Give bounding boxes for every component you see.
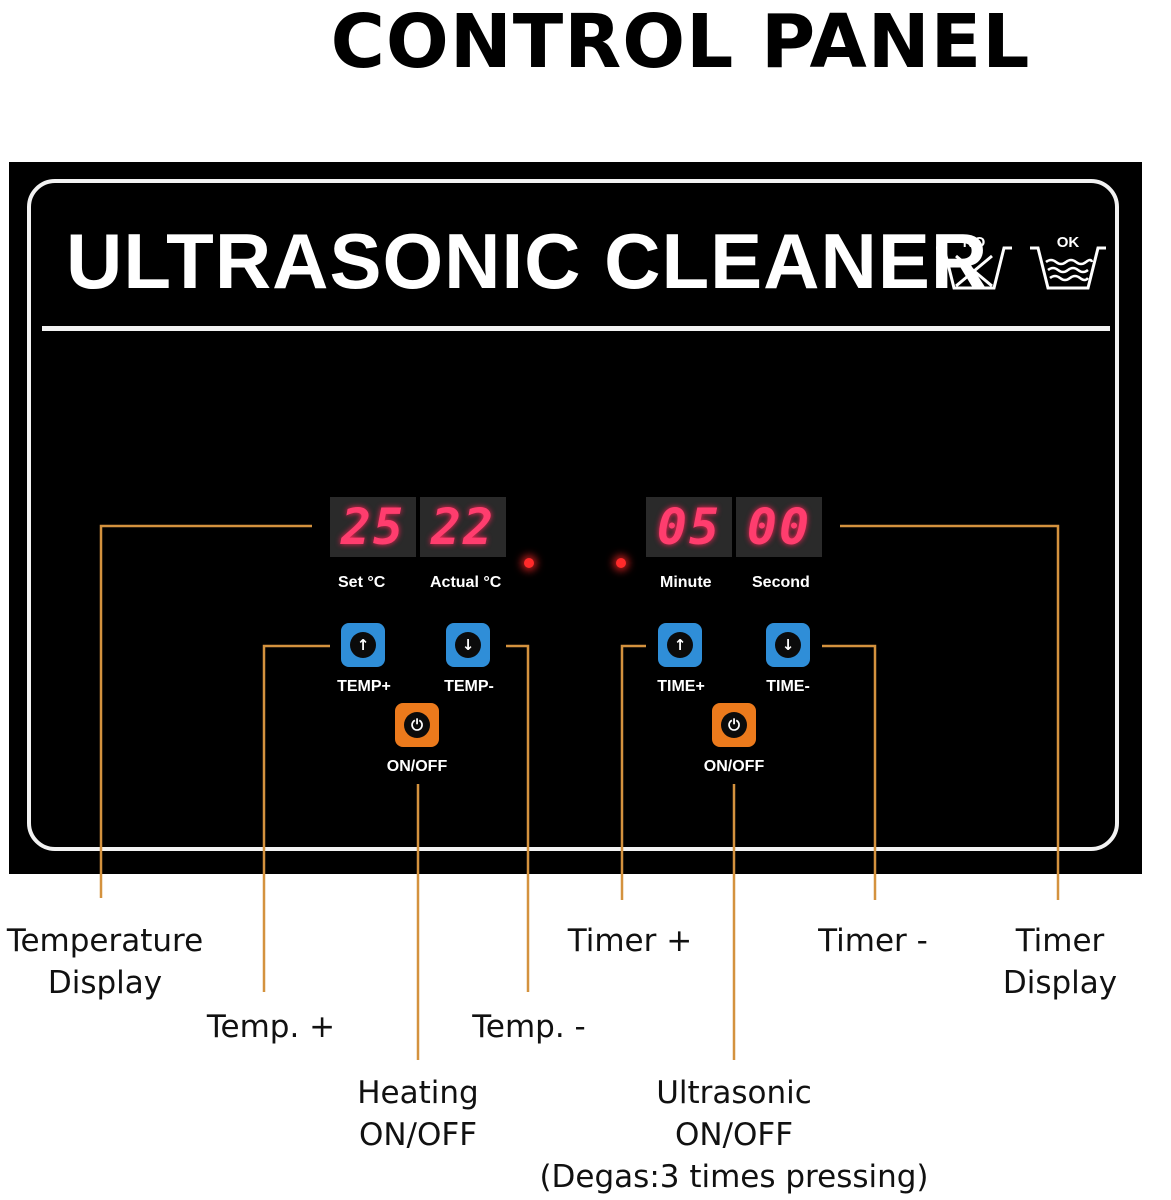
callout-line: ON/OFF bbox=[674, 1117, 794, 1153]
leader-timer-plus bbox=[620, 644, 646, 900]
no-wash-tag: NO bbox=[962, 234, 986, 251]
time-down-button[interactable]: ↓ bbox=[766, 623, 810, 667]
leader-temperature-display bbox=[99, 524, 312, 898]
ultrasonic-power-button[interactable]: ⏻ bbox=[712, 703, 756, 747]
callout-line: Heating bbox=[357, 1075, 479, 1111]
second-label: Second bbox=[752, 574, 810, 591]
power-icon: ⏻ bbox=[721, 712, 747, 738]
heating-power-label: ON/OFF bbox=[386, 758, 448, 775]
callout-temperature-display: Temperature Display bbox=[0, 920, 210, 1004]
callout-line: Display bbox=[47, 965, 163, 1001]
temp-down-button[interactable]: ↓ bbox=[446, 623, 490, 667]
time-up-label: TIME+ bbox=[657, 678, 705, 695]
callout-line: (Degas:3 times pressing) bbox=[539, 1159, 929, 1195]
set-temp-label: Set °C bbox=[338, 574, 386, 591]
time-down-label: TIME- bbox=[766, 678, 810, 695]
callout-heating: Heating ON/OFF bbox=[338, 1072, 498, 1156]
leader-temp-plus bbox=[262, 644, 330, 992]
arrow-up-icon: ↑ bbox=[667, 632, 693, 658]
heating-power-button[interactable]: ⏻ bbox=[395, 703, 439, 747]
actual-temperature-display: 22 bbox=[420, 497, 506, 557]
power-icon: ⏻ bbox=[404, 712, 430, 738]
callout-line: Display bbox=[1002, 965, 1118, 1001]
panel-frame bbox=[27, 179, 1119, 851]
ultrasonic-power-label: ON/OFF bbox=[703, 758, 765, 775]
temp-up-button[interactable]: ↑ bbox=[341, 623, 385, 667]
leader-timer-minus bbox=[822, 644, 877, 900]
brand-title: ULTRASONIC CLEANER bbox=[66, 217, 989, 305]
callout-timer-plus: Timer + bbox=[567, 923, 693, 959]
leader-timer-display bbox=[840, 524, 1060, 900]
callout-timer-display: Timer Display bbox=[990, 920, 1130, 1004]
minute-display: 05 bbox=[646, 497, 732, 557]
heating-indicator-led bbox=[524, 558, 534, 568]
arrow-down-icon: ↓ bbox=[775, 632, 801, 658]
time-up-button[interactable]: ↑ bbox=[658, 623, 702, 667]
header-divider bbox=[42, 326, 1110, 331]
minute-label: Minute bbox=[660, 574, 712, 591]
page-title: CONTROL PANEL bbox=[330, 0, 1031, 85]
callout-line: Ultrasonic bbox=[656, 1075, 812, 1111]
temp-down-label: TEMP- bbox=[444, 678, 494, 695]
callout-line: Temperature bbox=[6, 923, 204, 959]
ok-wash-tag: OK bbox=[1056, 234, 1080, 251]
callout-temp-plus: Temp. + bbox=[206, 1009, 336, 1045]
callout-line: Timer bbox=[1015, 923, 1105, 959]
set-temperature-display: 25 bbox=[330, 497, 416, 557]
wash-basin-icon: OK bbox=[1028, 232, 1108, 294]
ultrasonic-indicator-led bbox=[616, 558, 626, 568]
second-display: 00 bbox=[736, 497, 822, 557]
arrow-up-icon: ↑ bbox=[350, 632, 376, 658]
callout-line: ON/OFF bbox=[358, 1117, 478, 1153]
callout-ultrasonic: Ultrasonic ON/OFF (Degas:3 times pressin… bbox=[532, 1072, 936, 1198]
callout-timer-minus: Timer - bbox=[818, 923, 928, 959]
actual-temp-label: Actual °C bbox=[430, 574, 502, 591]
callout-temp-minus: Temp. - bbox=[472, 1009, 586, 1045]
leader-temp-minus bbox=[506, 644, 530, 992]
arrow-down-icon: ↓ bbox=[455, 632, 481, 658]
temp-up-label: TEMP+ bbox=[337, 678, 391, 695]
no-wash-basin-icon: NO bbox=[934, 232, 1014, 294]
